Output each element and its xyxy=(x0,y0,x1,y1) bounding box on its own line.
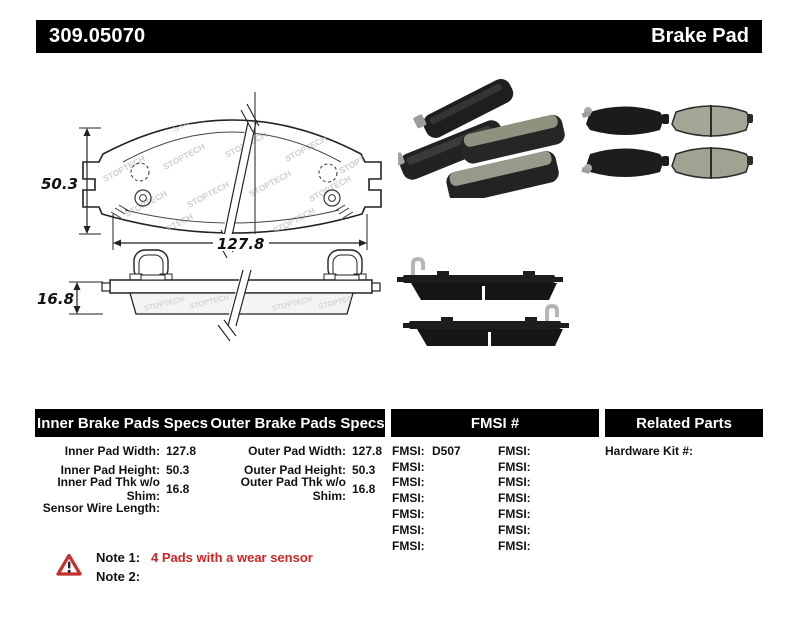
related-parts-header-bar: Related Parts xyxy=(605,409,763,437)
fmsi-label: FMSI: xyxy=(498,507,531,522)
spec-row: Outer Pad Width: 127.8 xyxy=(208,441,403,460)
fmsi-value: D507 xyxy=(432,443,461,458)
brake-pad-back-photo xyxy=(581,106,669,135)
svg-text:STOPTECH: STOPTECH xyxy=(293,95,338,125)
fmsi-label: FMSI: xyxy=(392,522,425,537)
spec-label: Sensor Wire Length: xyxy=(42,500,160,515)
fmsi-label: FMSI: xyxy=(392,538,425,553)
fmsi-label: FMSI: xyxy=(498,459,531,474)
photo-pads-grid xyxy=(581,105,753,179)
fmsi-row: FMSI: FMSI: xyxy=(392,475,600,491)
inner-specs-column: Inner Pad Width: 127.8 Inner Pad Height:… xyxy=(22,441,217,517)
mount-hole-left-lower xyxy=(134,189,152,207)
spec-row: Outer Pad Thk w/o Shim: 16.8 xyxy=(208,475,403,503)
outer-specs-column: Outer Pad Width: 127.8 Outer Pad Height:… xyxy=(208,441,403,503)
warning-icon xyxy=(56,553,82,576)
wear-sensor-clip xyxy=(411,256,425,276)
spec-row: Inner Pad Thk w/o Shim: 16.8 xyxy=(22,475,217,503)
spec-value: 16.8 xyxy=(166,481,190,496)
fmsi-row: FMSI: D507 FMSI: xyxy=(392,443,600,459)
mount-hole-left-upper xyxy=(130,162,150,182)
brake-pad-photo xyxy=(413,78,514,138)
brake-pad-friction-photo xyxy=(671,147,753,179)
spec-label: Outer Pad Thk w/o Shim: xyxy=(240,474,346,503)
spec-value: 127.8 xyxy=(166,443,197,458)
related-label: Hardware Kit #: xyxy=(605,444,694,458)
spec-value: 127.8 xyxy=(352,443,383,458)
spec-value: 16.8 xyxy=(352,481,376,496)
spec-row: Outer Pad Height: 50.3 xyxy=(208,460,403,479)
fmsi-label: FMSI: xyxy=(498,522,531,537)
spec-row: Inner Pad Height: 50.3 xyxy=(22,460,217,479)
fmsi-column: FMSI: D507 FMSI: FMSI: FMSI: FMSI: FMSI:… xyxy=(392,443,600,554)
fmsi-label: FMSI: xyxy=(498,443,531,458)
fmsi-label: FMSI: xyxy=(392,443,425,458)
spec-value: 50.3 xyxy=(166,462,190,477)
related-row: Hardware Kit #: xyxy=(605,443,765,459)
related-parts-header: Related Parts xyxy=(636,414,732,432)
note-text: 4 Pads with a wear sensor xyxy=(151,550,313,565)
title-bar: 309.05070 Brake Pad xyxy=(36,20,762,53)
width-dimension-label: 127.8 xyxy=(217,235,264,253)
spec-label: Inner Pad Thk w/o Shim: xyxy=(57,474,160,503)
svg-text:STOPTECH: STOPTECH xyxy=(341,111,386,141)
product-type-label: Brake Pad xyxy=(651,25,749,47)
wear-sensor-clip xyxy=(545,304,559,322)
part-number: 309.05070 xyxy=(49,25,146,47)
note-1: Note 1: 4 Pads with a wear sensor xyxy=(96,550,476,569)
related-parts-column: Hardware Kit #: xyxy=(605,443,765,459)
fmsi-label: FMSI: xyxy=(498,538,531,553)
fmsi-label: FMSI: xyxy=(392,475,425,490)
height-dimension: 50.3 xyxy=(41,127,101,235)
outer-specs-header: Outer Brake Pads Specs xyxy=(210,414,385,432)
fmsi-header: FMSI # xyxy=(470,414,520,432)
brake-pad-photo xyxy=(446,151,559,198)
spec-label: Outer Pad Height: xyxy=(243,462,346,477)
brake-pad-back-photo xyxy=(581,148,669,177)
height-dimension-label: 50.3 xyxy=(41,175,78,193)
spec-row: Inner Pad Width: 127.8 xyxy=(22,441,217,460)
width-dimension: 127.8 xyxy=(112,214,368,253)
thickness-dimension: 16.8 xyxy=(37,281,103,315)
thickness-dimension-label: 16.8 xyxy=(37,290,74,308)
fmsi-row: FMSI: FMSI: xyxy=(392,538,600,554)
spec-value: 50.3 xyxy=(352,462,376,477)
fmsi-header-bar: FMSI # xyxy=(391,409,599,437)
fmsi-label: FMSI: xyxy=(392,507,425,522)
fmsi-label: FMSI: xyxy=(392,459,425,474)
pad-front-view: STOPTECH STOPTECH STOPTECH STOPTECH STOP… xyxy=(82,92,386,259)
note-2: Note 2: xyxy=(96,569,476,588)
technical-drawing: STOPTECH STOPTECH STOPTECH STOPTECH STOP… xyxy=(37,92,386,342)
pad-side-view: STOPTECH STOPTECH STOPTECH STOPTECH xyxy=(101,249,381,342)
spec-row: Sensor Wire Length: xyxy=(22,498,217,517)
spec-label: Inner Pad Width: xyxy=(64,443,160,458)
brake-pad-friction-photo xyxy=(671,105,753,137)
fmsi-row: FMSI: FMSI: xyxy=(392,506,600,522)
fmsi-row: FMSI: FMSI: xyxy=(392,522,600,538)
spec-label: Inner Pad Height: xyxy=(60,462,160,477)
fmsi-label: FMSI: xyxy=(498,491,531,506)
fmsi-label: FMSI: xyxy=(498,475,531,490)
fmsi-label: FMSI: xyxy=(392,491,425,506)
brake-pad-photo xyxy=(460,114,565,164)
notes-section: Note 1: 4 Pads with a wear sensor Note 2… xyxy=(56,550,476,588)
photo-pad-edge-bottom xyxy=(403,304,569,346)
specs-header-bar: Inner Brake Pads Specs Outer Brake Pads … xyxy=(35,409,385,437)
inner-specs-header: Inner Brake Pads Specs xyxy=(37,414,208,432)
fmsi-row: FMSI: FMSI: xyxy=(392,490,600,506)
photo-pads-angled xyxy=(398,78,565,198)
note-label: Note 1: xyxy=(96,550,141,565)
mount-hole-right-lower xyxy=(323,189,341,207)
spec-label: Outer Pad Width: xyxy=(248,443,346,458)
fmsi-row: FMSI: FMSI: xyxy=(392,459,600,475)
photo-pad-edge-top xyxy=(397,256,563,300)
note-label: Note 2: xyxy=(96,569,141,584)
mount-hole-right-upper xyxy=(318,163,338,183)
